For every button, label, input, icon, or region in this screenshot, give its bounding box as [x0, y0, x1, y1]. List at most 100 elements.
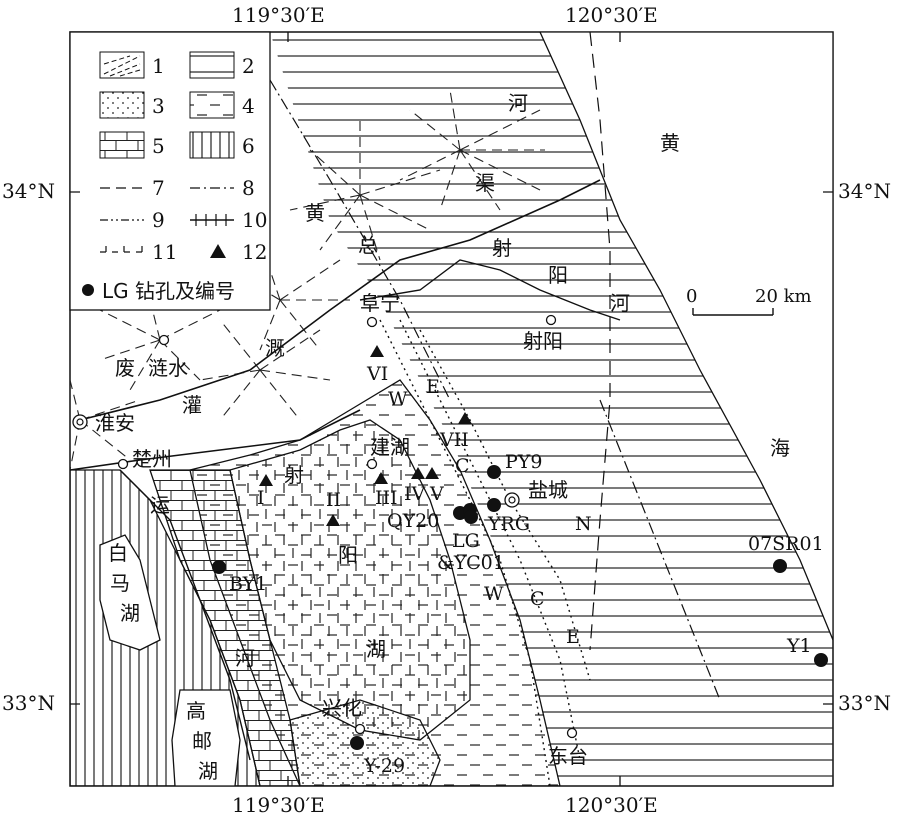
legend-item-9: 9	[100, 208, 165, 232]
label-guan: 灌	[182, 393, 202, 417]
legend-item-1: 1	[99, 51, 165, 79]
legend-item-8: 8	[190, 176, 255, 200]
zone-VI: VI	[366, 363, 388, 385]
triangle-icon	[374, 472, 388, 484]
axis-top-2: 120°30′E	[565, 3, 658, 27]
zone-W-south: W	[484, 583, 504, 605]
scale-bar-end: 20 km	[755, 286, 812, 307]
zone-boundary-dotted-1	[379, 319, 551, 786]
zone-C-north: C	[455, 455, 470, 477]
legend-label-9: 9	[152, 208, 165, 232]
huaihe-channel	[70, 409, 361, 471]
grand-canal	[119, 469, 251, 761]
zone-VII: VII	[439, 429, 469, 451]
borehole-label-Y-29: Y-29	[363, 755, 405, 777]
city-label-funing: 阜宁	[360, 291, 400, 315]
zone-IV: IV	[404, 483, 426, 505]
zone-N: N	[575, 513, 592, 535]
legend-item-4: 4	[189, 91, 255, 119]
axis-right-1: 34°N	[838, 179, 891, 203]
city-label-sheyang: 射阳	[523, 329, 563, 353]
triangle-icon	[259, 474, 273, 486]
legend-item-borehole: LG 钻孔及编号	[82, 279, 235, 303]
borehole-label-Y1: Y1	[786, 635, 812, 657]
borehole-BY1[interactable]	[212, 560, 226, 574]
city-marker-funing	[366, 316, 378, 328]
yellow-river-fans	[70, 89, 545, 471]
legend-item-11: 11	[100, 240, 177, 264]
zone-boundary-dotted-2	[399, 319, 581, 761]
label-gao: 高	[186, 699, 206, 723]
borehole-dot-icon	[82, 284, 94, 296]
axis-left-1: 34°N	[2, 179, 55, 203]
legend: 1 2 3 4 5 6 7 8	[69, 31, 271, 311]
axis-right-2: 33°N	[838, 691, 891, 715]
zone-II: II	[326, 489, 341, 511]
label-canal-qu: 渠	[475, 171, 495, 195]
lake-deposit-unit	[229, 419, 471, 741]
triangle-icon	[210, 244, 226, 258]
label-huang-sea-2: 海	[770, 436, 790, 460]
legend-item-6: 6	[189, 131, 255, 159]
label-you: 邮	[192, 729, 212, 753]
borehole-Y1[interactable]	[814, 653, 828, 667]
city-marker-xinghua	[354, 723, 366, 735]
zone-V: V	[429, 483, 444, 505]
cities: 阜宁 射阳 涟水 淮安 楚州 建湖 盐城 兴化 东台	[72, 291, 588, 768]
legend-item-2: 2	[189, 51, 255, 79]
label-sheyang-river-she: 射	[492, 236, 512, 260]
scale-bar: 0 20 km	[686, 286, 812, 316]
triangle-icon	[370, 345, 384, 357]
city-label-huaian: 淮安	[95, 411, 135, 435]
label-bai: 白	[108, 541, 128, 565]
city-marker-jianhu	[366, 458, 378, 470]
city-label-jianhu: 建湖	[370, 435, 410, 459]
boreholes: PY9 QY20 YRG LG &YC01 BY1 07SR01 Y1 Y-29	[212, 451, 828, 777]
label-canal-he: 河	[508, 91, 528, 115]
boundary-dashed-7	[589, 32, 611, 651]
label-bai-hu: 湖	[120, 601, 140, 625]
label-gao-hu: 湖	[198, 759, 218, 783]
legend-label-3: 3	[152, 94, 165, 118]
label-sheyang-river-he: 河	[610, 291, 630, 315]
zone-E-north: E	[426, 376, 440, 398]
legend-item-3: 3	[99, 91, 165, 119]
legend-label-10: 10	[242, 208, 267, 232]
zones: VI VII I II III IV V W E C N W C E	[257, 345, 592, 648]
legend-item-12: 12	[210, 240, 267, 264]
label-yun: 运	[150, 493, 170, 517]
legend-item-5: 5	[99, 131, 165, 159]
label-canal-huang: 黄	[305, 201, 325, 225]
borehole-YRG[interactable]	[487, 498, 501, 512]
fault-dashdot-1	[269, 79, 451, 401]
triangle-icon	[326, 514, 340, 526]
borehole-07SR01[interactable]	[773, 559, 787, 573]
sheyang-river	[359, 259, 621, 321]
legend-label-11: 11	[152, 240, 177, 264]
zone-E-south: E	[566, 626, 580, 648]
label-sheyang-lake-she: 射	[284, 463, 304, 487]
borehole-label-YRG: YRG	[487, 513, 530, 535]
triangle-icon	[458, 412, 472, 424]
axis-left-2: 33°N	[2, 691, 55, 715]
city-marker-chuzhou	[117, 458, 129, 470]
borehole-PY9[interactable]	[487, 465, 501, 479]
label-yun-he: 河	[235, 646, 255, 670]
legend-item-10: 10	[190, 208, 267, 232]
label-canal-zong: 总	[358, 233, 378, 257]
label-sheyang-lake-yang: 阳	[338, 543, 358, 567]
legend-label-4: 4	[242, 94, 255, 118]
borehole-label-YC01: &YC01	[437, 552, 505, 574]
city-marker-sheyang	[545, 314, 557, 326]
borehole-Y-29[interactable]	[350, 736, 364, 750]
borehole-YC01[interactable]	[464, 510, 478, 524]
axis-bottom-1: 119°30′E	[232, 793, 325, 817]
zone-C-south: C	[530, 588, 545, 610]
axis-top-1: 119°30′E	[232, 3, 325, 27]
city-label-dongtai: 东台	[548, 744, 588, 768]
city-label-xinghua: 兴化	[322, 696, 362, 720]
sea-area	[539, 32, 833, 641]
legend-label-8: 8	[242, 176, 255, 200]
city-label-chuzhou: 楚州	[132, 447, 172, 471]
axis-bottom-2: 120°30′E	[565, 793, 658, 817]
